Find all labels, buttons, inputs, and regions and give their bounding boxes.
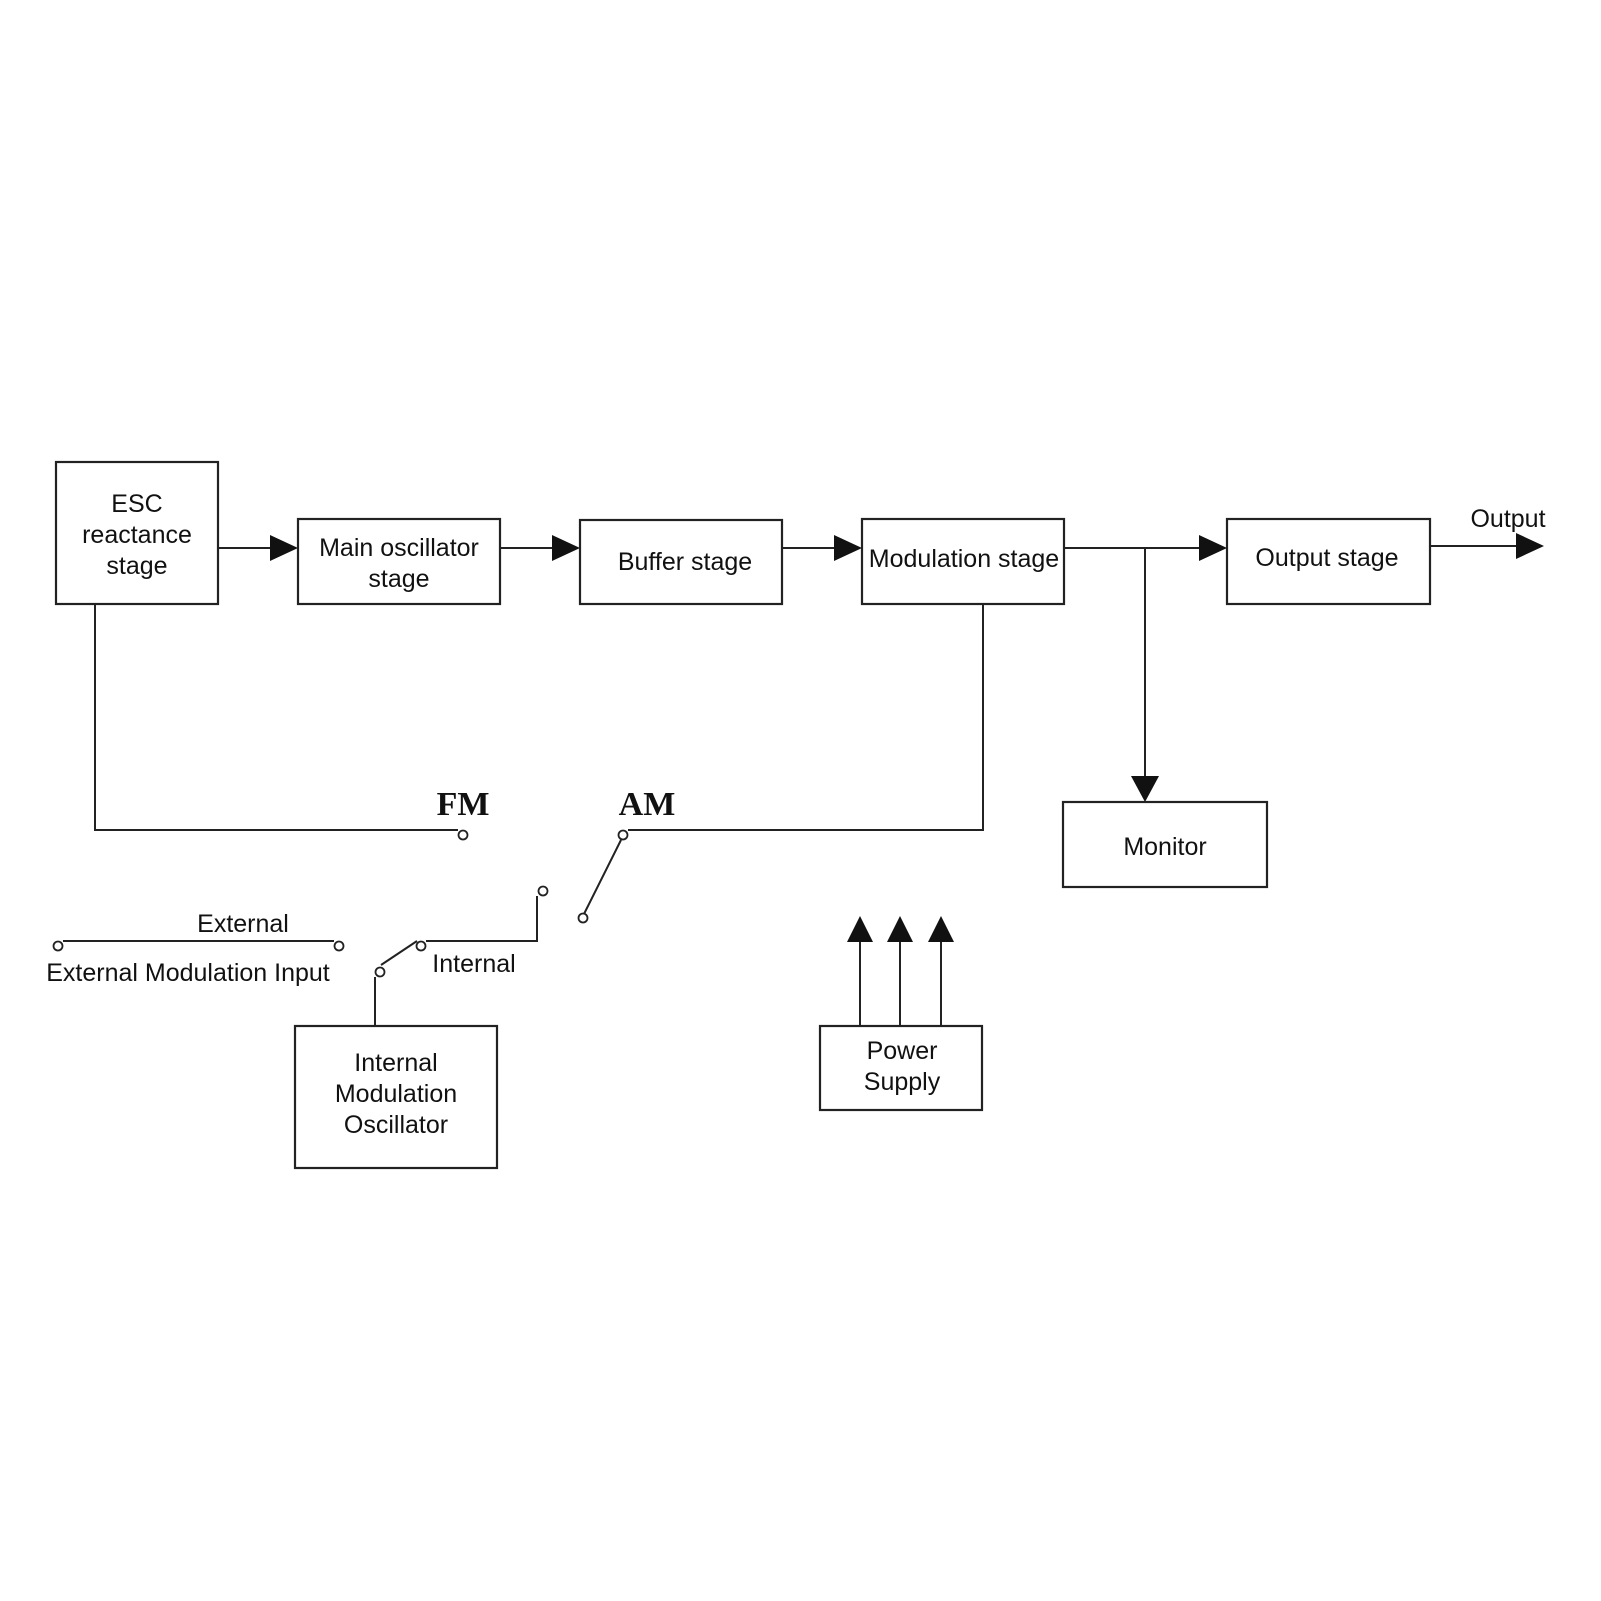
esc-reactance-stage-block: ESC reactance stage — [54, 460, 220, 606]
power-supply-label-line1: Power — [867, 1037, 938, 1065]
am-contact-terminal — [617, 829, 629, 841]
int-mod-osc-label-line1: Internal — [354, 1049, 437, 1077]
am-label: AM — [619, 786, 676, 823]
power-arrowhead-1 — [847, 916, 873, 942]
buffer-to-modulation-arrowhead — [834, 535, 862, 561]
monitor-label: Monitor — [1123, 833, 1206, 861]
fm-feedback-wire — [94, 604, 458, 831]
buffer-stage-block: Buffer stage — [578, 518, 784, 606]
int-mod-osc-label-line2: Modulation — [335, 1080, 457, 1108]
internal-label: Internal — [432, 950, 515, 978]
esc-to-main-arrowhead — [270, 535, 298, 561]
buffer-label: Buffer stage — [618, 548, 752, 576]
internal-external-switch-arm — [380, 940, 418, 966]
esc-label-line1: ESC — [111, 490, 162, 518]
main-osc-label-line2: stage — [368, 565, 429, 593]
oscillator-output-terminal — [374, 966, 386, 978]
external-modulation-input-label: External Modulation Input — [46, 959, 330, 987]
output-label: Output — [1470, 505, 1545, 533]
power-arrowhead-2 — [887, 916, 913, 942]
esc-label-line3: stage — [106, 552, 167, 580]
monitor-block: Monitor — [1061, 800, 1269, 889]
selector-common-terminal — [537, 885, 549, 897]
monitor-arrowhead — [1131, 776, 1159, 802]
main-osc-label-line1: Main oscillator — [319, 534, 479, 562]
modulation-stage-block: Modulation stage — [860, 517, 1066, 606]
power-supply-label-line2: Supply — [864, 1068, 941, 1096]
selector-common-wire — [426, 896, 538, 942]
internal-modulation-oscillator-block: Internal Modulation Oscillator — [293, 1024, 499, 1170]
fm-label: FM — [437, 786, 490, 823]
fm-am-switch-arm — [583, 839, 622, 915]
internal-contact-terminal — [415, 940, 427, 952]
external-label: External — [197, 910, 289, 938]
power-arrowhead-3 — [928, 916, 954, 942]
modulation-label: Modulation stage — [869, 545, 1059, 573]
output-arrowhead — [1516, 533, 1544, 559]
external-input-left-terminal — [52, 940, 64, 952]
main-oscillator-stage-block: Main oscillator stage — [296, 517, 502, 606]
output-stage-block: Output stage — [1225, 517, 1432, 606]
output-stage-label: Output stage — [1255, 544, 1398, 572]
fm-contact-terminal — [457, 829, 469, 841]
am-feedback-wire — [628, 604, 984, 831]
external-input-right-terminal — [333, 940, 345, 952]
modulation-to-output-arrowhead — [1199, 535, 1227, 561]
main-to-buffer-arrowhead — [552, 535, 580, 561]
esc-label-line2: reactance — [82, 521, 192, 549]
switch-pivot-terminal — [577, 912, 589, 924]
power-supply-block: Power Supply — [818, 1024, 984, 1112]
int-mod-osc-label-line3: Oscillator — [344, 1111, 448, 1139]
